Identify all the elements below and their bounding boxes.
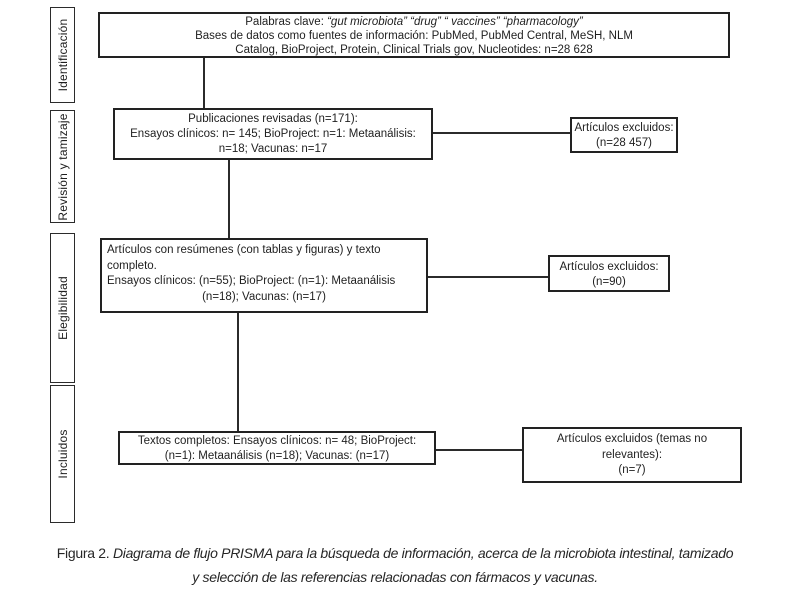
- keywords-list: “gut microbiota” “drug” “ vaccines” “pha…: [327, 16, 583, 28]
- excluded-screening-count: (n=28 457): [596, 137, 652, 149]
- abstracts-line-3: Ensayos clínicos: (n=55); BioProject: (n…: [107, 275, 396, 287]
- flow-box-excluded-irrelevant: Artículos excluidos (temas no relevantes…: [522, 427, 742, 483]
- flow-box-keyword-sources: Palabras clave: “gut microbiota” “drug” …: [98, 12, 730, 58]
- stage-box-included: Incluidos: [50, 385, 75, 523]
- stage-box-eligibility: Elegibilidad: [50, 233, 75, 383]
- connector-reviewed-to-abstracts: [228, 160, 230, 238]
- stage-label-included: Incluidos: [55, 429, 70, 479]
- connector-fulltexts-to-excluded: [436, 449, 522, 451]
- stage-label-eligibility: Elegibilidad: [55, 276, 70, 340]
- excluded-irrelevant-line-1: Artículos excluidos (temas no: [556, 433, 708, 445]
- fulltexts-line-2: (n=1): Metaanálisis (n=18); Vacunas: (n=…: [164, 449, 390, 462]
- reviewed-line-1: Publicaciones revisadas (n=171):: [188, 113, 358, 125]
- flow-box-reviewed-publications: Publicaciones revisadas (n=171): Ensayos…: [113, 108, 433, 160]
- flow-box-abstracts-fulltext: Artículos con resúmenes (con tablas y fi…: [100, 238, 428, 313]
- reviewed-line-2: Ensayos clínicos: n= 145; BioProject: n=…: [130, 128, 416, 140]
- databases-line-2: Catalog, BioProject, Protein, Clinical T…: [235, 44, 593, 56]
- excluded-irrelevant-line-2: relevantes):: [601, 448, 663, 461]
- excluded-screening-line-1: Artículos excluidos:: [574, 122, 674, 134]
- connector-abstracts-to-fulltexts: [237, 313, 239, 431]
- stage-label-screening: Revisión y tamizaje: [55, 112, 70, 221]
- connector-sources-to-reviewed: [203, 58, 205, 108]
- figure-caption-text-1: Diagrama de flujo PRISMA para la búsqued…: [112, 545, 734, 561]
- figure-caption-line-1: Figura 2. Diagrama de flujo PRISMA para …: [0, 541, 790, 565]
- abstracts-line-2: completo.: [107, 259, 157, 272]
- abstracts-line-1: Artículos con resúmenes (con tablas y fi…: [107, 244, 381, 256]
- excluded-irrelevant-count: (n=7): [618, 464, 646, 476]
- flow-box-included-fulltexts: Textos completos: Ensayos clínicos: n= 4…: [118, 431, 436, 465]
- abstracts-line-4: (n=18); Vacunas: (n=17): [202, 290, 326, 303]
- connector-reviewed-to-excluded: [433, 132, 570, 134]
- keywords-line: Palabras clave: “gut microbiota” “drug” …: [100, 15, 728, 29]
- stage-box-identification: Identificación: [50, 7, 75, 103]
- stage-label-identification: Identificación: [55, 18, 70, 92]
- connector-abstracts-to-excluded: [428, 276, 548, 278]
- fulltexts-line-1: Textos completos: Ensayos clínicos: n= 4…: [137, 435, 417, 447]
- flow-box-excluded-eligibility: Artículos excluidos: (n=90): [548, 255, 670, 292]
- databases-line-1: Bases de datos como fuentes de informaci…: [195, 30, 633, 42]
- figure-caption-line-2: y selección de las referencias relaciona…: [192, 569, 598, 585]
- flow-box-excluded-screening: Artículos excluidos: (n=28 457): [570, 117, 678, 153]
- reviewed-line-3: n=18; Vacunas: n=17: [218, 143, 328, 155]
- excluded-eligibility-count: (n=90): [592, 276, 626, 288]
- figure-caption: Figura 2. Diagrama de flujo PRISMA para …: [0, 541, 790, 589]
- excluded-eligibility-line-1: Artículos excluidos:: [559, 261, 659, 273]
- stage-box-screening: Revisión y tamizaje: [50, 110, 75, 223]
- figure-number: Figura 2.: [56, 545, 110, 561]
- keywords-prefix: Palabras clave:: [245, 16, 328, 28]
